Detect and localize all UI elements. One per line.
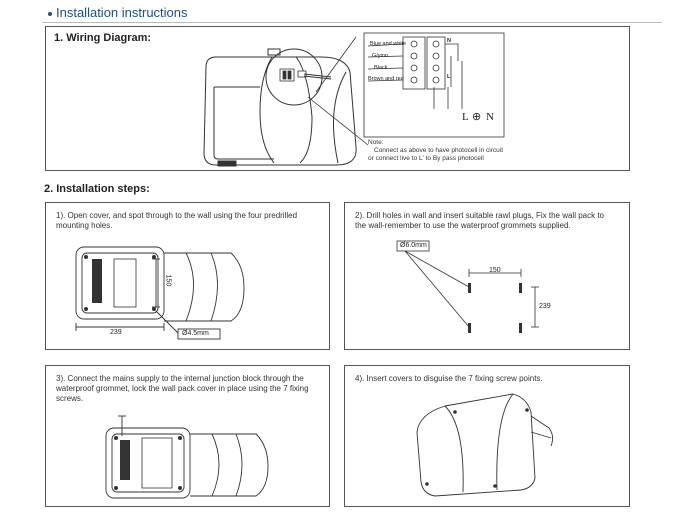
terminal-block-detail: [402, 36, 446, 90]
wire-label-blue-white: Blue and white: [370, 41, 407, 47]
step-1-hole-label: Ø4.5mm: [182, 330, 209, 337]
step-2-drawing: [396, 240, 539, 333]
step-4-panel: 4). Insert covers to disguise the 7 fixi…: [344, 365, 630, 507]
step-4-drawing: [416, 393, 554, 497]
bottom-label-n: N: [486, 111, 494, 123]
note-title: Note:: [368, 139, 384, 146]
bottom-label-l: L: [462, 111, 469, 123]
wiring-note: Note: Connect as above to have photocell…: [368, 139, 528, 163]
terminal-letter-l: L: [447, 74, 451, 80]
page-title: Installation instructions: [48, 5, 188, 20]
wire-label-brown-red: Brown and red: [368, 76, 404, 82]
wiring-diagram-drawing: [203, 32, 505, 167]
terminal-block-small: [279, 68, 307, 82]
step-1-dim-vertical: 150: [164, 274, 172, 287]
title-divider: [42, 22, 662, 23]
step-2-panel: 2). Drill holes in wall and insert suita…: [344, 202, 630, 350]
step-2-drill-label: Ø6.0mm: [400, 242, 427, 249]
bullet-icon: [48, 11, 52, 16]
terminal-letter-n: N: [447, 38, 451, 44]
step-2-dim-vertical: 239: [539, 303, 551, 310]
wiring-heading: 1. Wiring Diagram:: [54, 32, 152, 44]
wire-label-black: Black: [374, 65, 388, 71]
step-2-text: 2). Drill holes in wall and insert suita…: [355, 211, 604, 230]
step-1-text: 1). Open cover, and spot through to the …: [56, 211, 298, 230]
steps-heading: 2. Installation steps:: [44, 183, 150, 195]
step-1-panel: 1). Open cover, and spot through to the …: [45, 202, 330, 350]
detail-zoom-circle: [265, 48, 323, 106]
step-3-text: 3). Connect the mains supply to the inte…: [56, 374, 309, 403]
step-3-panel: 3). Connect the mains supply to the inte…: [45, 365, 330, 507]
note-line-1: Connect as above to have photocell in ci…: [374, 147, 503, 154]
wire-label-green-yellow: G/yinn: [372, 53, 388, 59]
step-1-dim-horizontal: 239: [110, 329, 122, 336]
wiring-detail-frame: [363, 32, 505, 138]
step-2-dim-horizontal: 150: [489, 267, 501, 274]
wiring-lines: [367, 43, 463, 109]
earth-symbol-icon: ⊕: [472, 111, 482, 123]
note-line-2: or connect live to L' to By pass photoce…: [368, 155, 484, 162]
page-title-text: Installation instructions: [56, 5, 188, 20]
step-1-drawing: [75, 246, 245, 340]
step-4-text: 4). Insert covers to disguise the 7 fixi…: [355, 374, 543, 383]
step-3-drawing: [105, 415, 269, 499]
wall-pack-illustration: [203, 48, 357, 167]
wiring-diagram-panel: 1. Wiring Diagram:: [45, 26, 630, 171]
